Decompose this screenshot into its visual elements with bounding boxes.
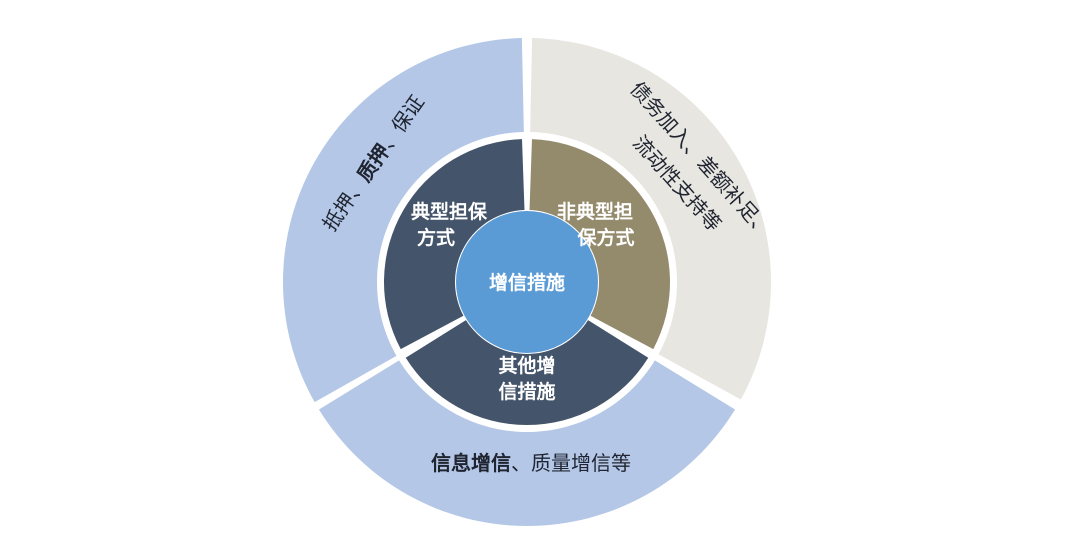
- outer-label-other-part1: 信息增信: [431, 451, 511, 475]
- outer-label-other: 信息增信、质量增信等: [431, 451, 631, 475]
- outer-sector-typical: [282, 38, 524, 403]
- inner-label-atypical-line2: 保方式: [576, 226, 634, 249]
- inner-sector-typical: [384, 139, 525, 350]
- inner-label-typical-line1: 典型担保: [411, 200, 488, 223]
- inner-label-other-line1: 其他增: [498, 354, 555, 377]
- inner-label-typical-line2: 方式: [417, 226, 455, 249]
- inner-sector-other: [405, 320, 649, 425]
- outer-label-other-part2: 、质量增信等: [511, 451, 631, 475]
- inner-sector-atypical: [529, 139, 671, 350]
- outer-sector-atypical: [530, 38, 772, 400]
- outer-sector-other: [318, 360, 736, 526]
- inner-label-other-line2: 信措施: [498, 380, 555, 403]
- center-label: 增信措施: [489, 271, 565, 294]
- inner-label-atypical-line1: 非典型担: [557, 200, 633, 223]
- center-circle: [456, 211, 598, 353]
